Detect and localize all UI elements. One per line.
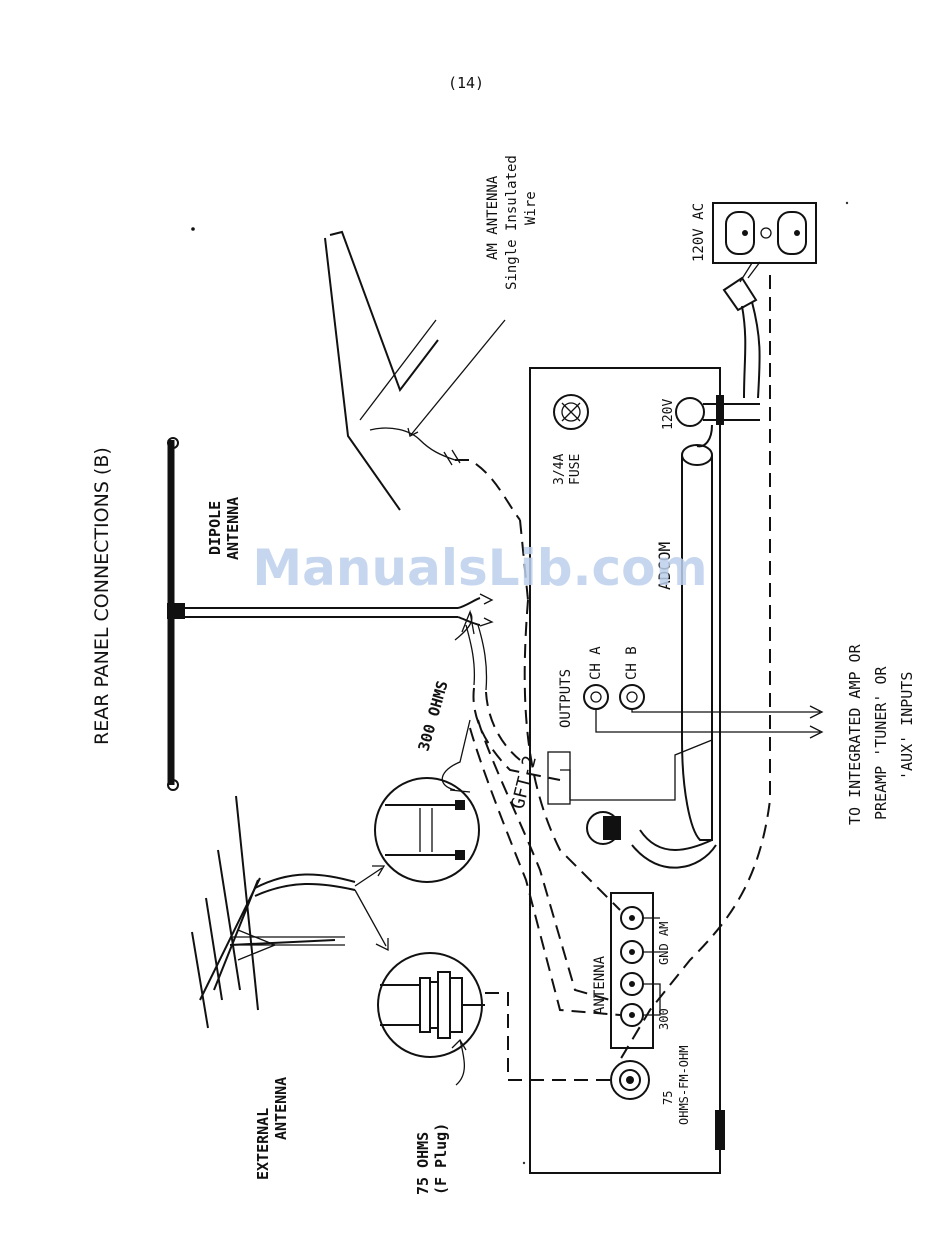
panel-foot <box>715 1110 725 1150</box>
output-jack-ch-a[interactable] <box>584 685 608 709</box>
fuse-label: FUSE <box>568 454 583 485</box>
fuse-holder <box>554 395 588 429</box>
power-plug <box>724 262 760 398</box>
external-antenna-label-2: ANTENNA <box>272 1077 290 1140</box>
dipole-label-2: ANTENNA <box>224 497 242 560</box>
dipole-antenna <box>167 438 492 790</box>
am-label-2: Single Insulated <box>504 155 520 290</box>
output-ch-a-label: CH A <box>588 646 604 680</box>
antenna-terminal-block <box>611 893 660 1048</box>
label-300-ohms: 300 OHMS <box>415 679 452 753</box>
ohm-300-label: 300 <box>657 1008 671 1030</box>
detail-300-ohm-lugs <box>375 778 479 882</box>
am-label-1: AM ANTENNA <box>485 175 501 260</box>
diagram-title: REAR PANEL CONNECTIONS (B) <box>91 447 113 745</box>
receiver-rear-panel <box>530 368 725 1173</box>
bracket-300-ohms <box>442 720 470 790</box>
ac-voltage-label: 120V AC <box>691 203 707 262</box>
watermark: ManualsLib.com <box>252 539 707 597</box>
output-ch-b-label: CH B <box>624 646 640 680</box>
power-cord-dashed-route <box>620 275 770 1060</box>
am-label-3: Wire <box>523 191 539 225</box>
destination-line-2: PREAMP 'TUNER' OR <box>872 666 890 820</box>
detail-75-ohm-f-plug <box>378 953 485 1057</box>
signal-cable <box>632 425 716 868</box>
output-lead-b <box>632 709 820 712</box>
am-label-arrow <box>410 320 505 436</box>
dipole-label-1: DIPOLE <box>206 501 224 555</box>
fm-75-label: 75 <box>661 1091 675 1105</box>
fm-ohms-label: OHMS-FM-OHM <box>677 1046 691 1125</box>
destination-line-3: 'AUX' INPUTS <box>898 672 916 780</box>
outputs-label: OUTPUTS <box>558 669 574 728</box>
destination-line-1: TO INTEGRATED AMP OR <box>846 643 864 825</box>
output-jack-ch-b[interactable] <box>620 685 644 709</box>
external-antenna-label-1: EXTERNAL <box>254 1108 272 1180</box>
ac-outlet <box>713 203 816 263</box>
am-lead-dashed <box>525 600 620 910</box>
fm-75-ohm-jack[interactable] <box>611 1061 649 1099</box>
external-antenna <box>192 796 355 1028</box>
label-75-ohms: 75 OHMS <box>414 1132 432 1195</box>
cable-clamp <box>548 740 712 844</box>
label-f-plug: (F Plug) <box>432 1123 450 1195</box>
ac-input-label: 120V <box>661 399 676 430</box>
gnd-am-label: GND AM <box>657 922 671 965</box>
antenna-terminal-label: ANTENNA <box>592 955 608 1015</box>
fuse-rating-label: 3/4A <box>552 454 567 485</box>
page-number: (14) <box>448 74 484 92</box>
